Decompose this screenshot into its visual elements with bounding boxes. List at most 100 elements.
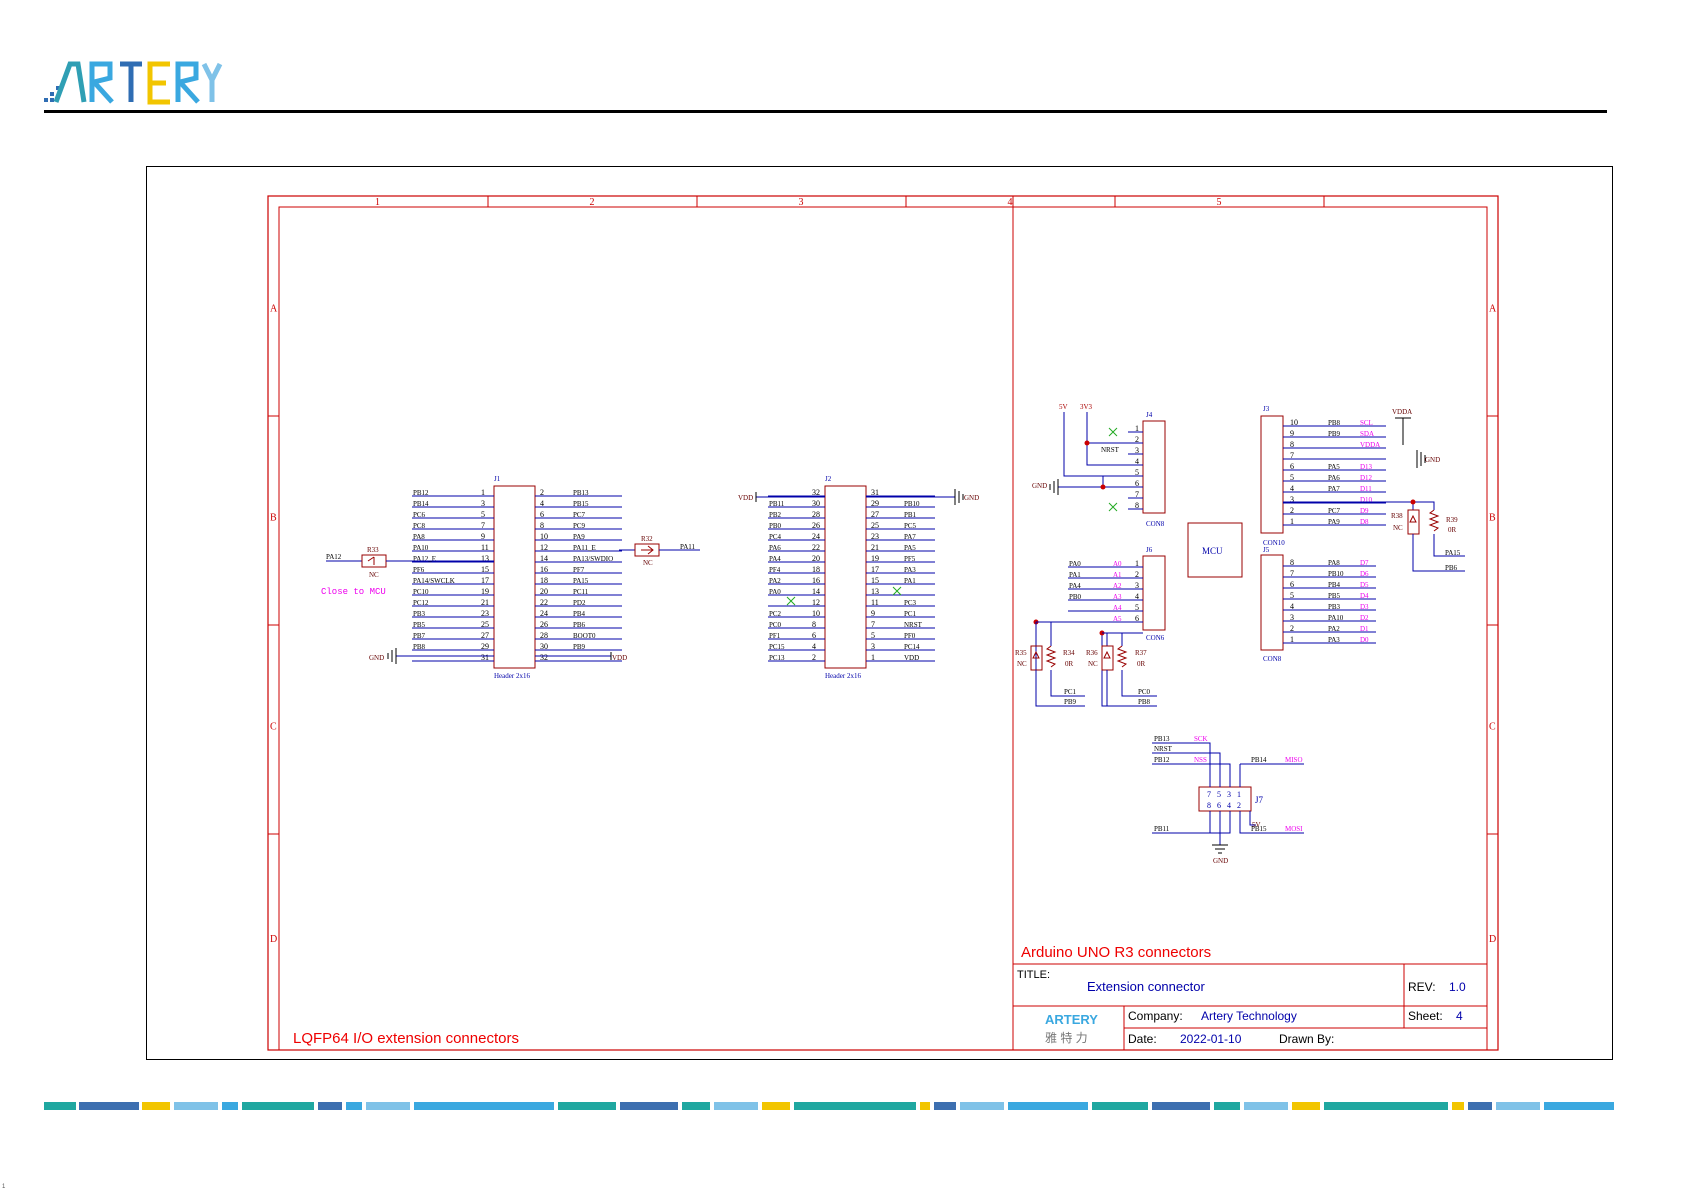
pin-net: PF5	[904, 555, 916, 563]
pin-net: PA0	[1069, 560, 1081, 568]
logo-e-glyph	[147, 61, 170, 105]
pin-net: PB14	[413, 500, 429, 508]
column-label: 1	[375, 197, 380, 208]
pin-number: 2	[540, 488, 544, 497]
pin-net: PB8	[1328, 419, 1341, 427]
drawn-by-label: Drawn By:	[1279, 1032, 1334, 1046]
j1-body	[493, 485, 536, 669]
pin-net: PB12	[413, 489, 429, 497]
r34-ref: R34	[1063, 649, 1075, 657]
pin-net: PB13	[1154, 735, 1170, 743]
pin-net: PB15	[573, 500, 589, 508]
r37-ref: R37	[1135, 649, 1147, 657]
pin-number: 29	[481, 642, 489, 651]
pin-number: 4	[1290, 602, 1294, 611]
pin-number: 6	[1135, 614, 1139, 623]
pin-number: 4	[1135, 592, 1139, 601]
footer-color-segment	[79, 1102, 139, 1110]
pin-signal: A2	[1113, 582, 1122, 590]
r34-net-b: PB9	[1064, 698, 1077, 706]
pin-net: PA9	[1328, 518, 1340, 526]
j1-gnd-label: GND	[369, 654, 384, 662]
pin-net: PA15	[573, 577, 589, 585]
pin-net: PC0	[769, 621, 782, 629]
footer-color-segment	[1468, 1102, 1492, 1110]
pin-number: 12	[540, 543, 548, 552]
pin-number: 3	[1227, 790, 1231, 799]
gnd-symbol-icon	[387, 648, 397, 664]
pin-number: 28	[812, 510, 820, 519]
r33-val: NC	[369, 571, 379, 579]
rev-value: 1.0	[1449, 980, 1466, 994]
pin-signal: D12	[1360, 474, 1373, 482]
pin-signal: A0	[1113, 560, 1122, 568]
pin-net: PC9	[573, 522, 586, 530]
row-label: B	[270, 513, 277, 524]
pin-number: 8	[1135, 501, 1139, 510]
r32-ref: R32	[641, 535, 653, 543]
pin-net: PB14	[1251, 756, 1267, 764]
pin-signal: D1	[1360, 625, 1369, 633]
pin-net: PF0	[904, 632, 916, 640]
rev-label: REV:	[1408, 980, 1436, 994]
right-section-caption: Arduino UNO R3 connectors	[1021, 944, 1211, 961]
pin-number: 8	[1290, 558, 1294, 567]
pin-number: 28	[540, 631, 548, 640]
company-label: Company:	[1128, 1009, 1183, 1023]
footer-color-segment	[318, 1102, 342, 1110]
mcu-label: MCU	[1202, 546, 1223, 556]
left-section-caption: LQFP64 I/O extension connectors	[293, 1030, 519, 1047]
pin-signal: A5	[1113, 615, 1122, 623]
pin-number: 5	[871, 631, 875, 640]
sheet-outer-border	[267, 195, 1499, 1051]
j4-footprint: CON8	[1146, 520, 1165, 528]
pin-net: PF1	[769, 632, 781, 640]
r39-ref: R39	[1446, 516, 1458, 524]
footer-color-segment	[222, 1102, 238, 1110]
pin-number: 17	[481, 576, 489, 585]
pin-number: 6	[812, 631, 816, 640]
logo-dots-icon	[44, 86, 60, 102]
pin-number: 17	[871, 565, 879, 574]
pin-signal: D2	[1360, 614, 1369, 622]
pin-net: PF4	[769, 566, 781, 574]
pin-number: 29	[871, 499, 879, 508]
footer-color-segment	[1496, 1102, 1540, 1110]
pin-number: 9	[871, 609, 875, 618]
pin-signal: VDDA	[1360, 441, 1380, 449]
pin-number: 16	[540, 565, 548, 574]
row-label: C	[270, 722, 277, 733]
pin-signal: D3	[1360, 603, 1369, 611]
pin-number: 3	[1135, 581, 1139, 590]
pin-net: PC6	[413, 511, 426, 519]
date-label: Date:	[1128, 1032, 1157, 1046]
gnd-symbol-icon	[1416, 450, 1426, 468]
pin-net: PC15	[769, 643, 785, 651]
footer-color-bar	[44, 1102, 1614, 1110]
pin-number: 18	[812, 565, 820, 574]
pin-number: 2	[1135, 435, 1139, 444]
schematic-frame	[146, 166, 1613, 1060]
pin-net: PC14	[904, 643, 920, 651]
j7-ref: J7	[1255, 795, 1264, 805]
pin-signal: D5	[1360, 581, 1369, 589]
j5-footprint: CON8	[1263, 655, 1282, 663]
pin-net: PA0	[769, 588, 781, 596]
pin-number: 22	[812, 543, 820, 552]
pin-net: PB3	[413, 610, 426, 618]
pin-number: 3	[871, 642, 875, 651]
pin-net: NRST	[1154, 745, 1173, 753]
row-label: B	[1489, 513, 1496, 524]
r32-val: NC	[643, 559, 653, 567]
footer-color-segment	[174, 1102, 218, 1110]
footer-color-segment	[620, 1102, 678, 1110]
pin-signal: D6	[1360, 570, 1369, 578]
pin-number: 25	[871, 521, 879, 530]
pin-number: 10	[540, 532, 548, 541]
pin-number: 8	[1290, 440, 1294, 449]
j3-vdda-label: VDDA	[1392, 408, 1412, 416]
j1-ref: J1	[494, 475, 501, 483]
pin-net: PA7	[904, 533, 916, 541]
